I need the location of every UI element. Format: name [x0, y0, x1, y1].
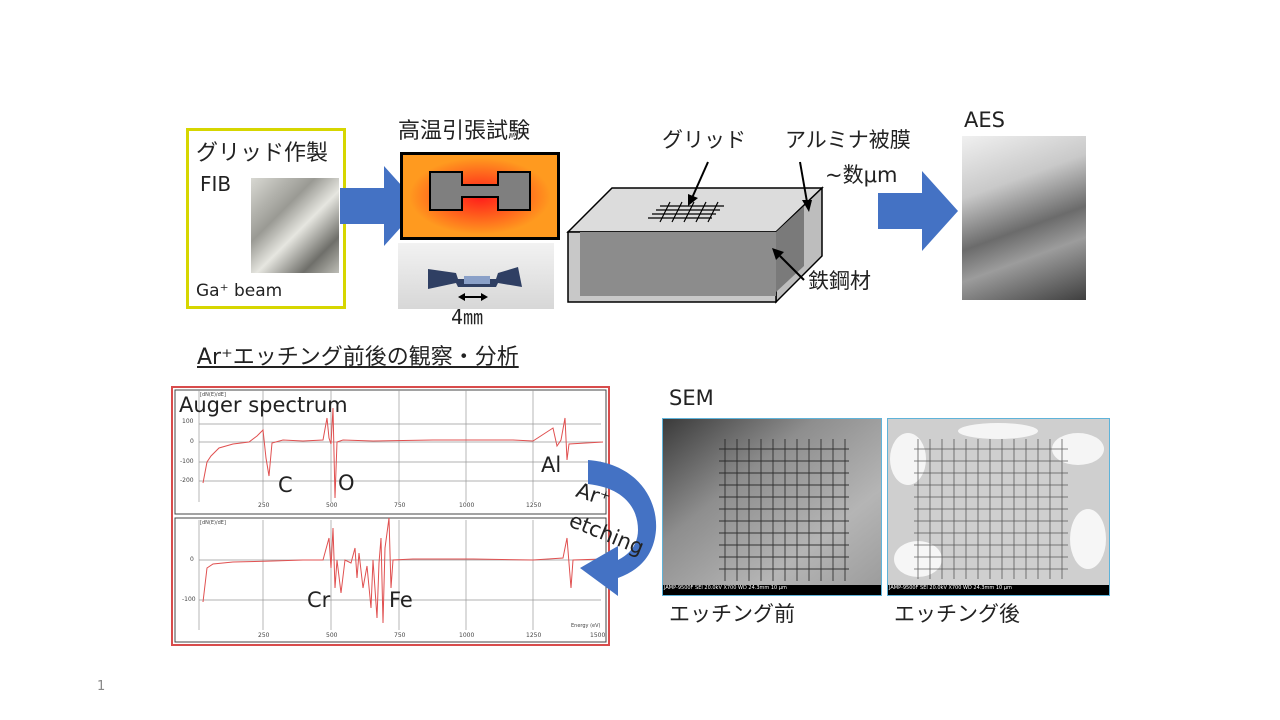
fib-label: FIB	[200, 172, 232, 196]
auger-ytick-before-3: -100	[180, 458, 194, 465]
coating-pointer-arrow	[799, 161, 812, 212]
auger-tick-750: 750	[394, 502, 406, 509]
fib-beam-label: Ga⁺ beam	[196, 281, 283, 301]
sem-before-info-bar: JAMP-9500F SEI 20.0kV X700 WD 24.3mm 10 …	[664, 585, 787, 591]
dimension-arrow	[458, 293, 488, 301]
auger-tick-1000-b: 1000	[459, 632, 475, 639]
sem-image-after	[887, 418, 1110, 596]
fib-instrument-photo	[251, 178, 339, 273]
coating-label: アルミナ被膜	[785, 128, 911, 152]
auger-title: Auger spectrum	[179, 393, 348, 417]
etching-curved-arrow	[580, 460, 657, 596]
sem-before-grid	[663, 419, 881, 595]
sample-block-diagram	[566, 186, 824, 304]
analysis-title: Ar⁺エッチング前後の観察・分析	[197, 345, 519, 370]
auger-tick-1250: 1250	[526, 502, 542, 509]
auger-tick-1250-b: 1250	[526, 632, 542, 639]
sem-image-before	[662, 418, 882, 596]
auger-ytick-after-2: -100	[182, 596, 196, 603]
tensile-heater-diagram	[400, 152, 560, 240]
auger-ytick-before-2: 0	[190, 438, 194, 445]
grid-label: グリッド	[662, 128, 746, 152]
steel-label: 鉄鋼材	[808, 269, 871, 293]
auger-tick-1000: 1000	[459, 502, 475, 509]
steel-pointer-arrow	[772, 248, 805, 281]
auger-tick-250-b: 250	[258, 632, 270, 639]
coating-thickness-label: ~数μm	[825, 163, 898, 187]
auger-ytick-before-1: 100	[182, 418, 194, 425]
peak-cr: Cr	[307, 588, 331, 612]
fib-title: グリッド作製	[196, 141, 329, 166]
sem-after-grid	[888, 419, 1109, 595]
grid-pointer-arrow	[688, 161, 709, 206]
auger-tick-1500-b: 1500	[590, 632, 606, 639]
sem-after-info-bar: JAMP-9500F SEI 20.0kV X700 WD 24.3mm 10 …	[889, 585, 1012, 591]
sem-before-label: エッチング前	[669, 602, 795, 626]
sem-label: SEM	[669, 386, 714, 410]
peak-o: O	[338, 471, 355, 495]
aes-instrument-photo	[962, 136, 1086, 300]
tensile-title: 高温引張試験	[398, 119, 531, 144]
aes-label: AES	[964, 108, 1005, 132]
page-number: 1	[97, 679, 106, 694]
peak-c: C	[278, 473, 293, 497]
peak-al: Al	[541, 453, 562, 477]
auger-tick-500-b: 500	[326, 632, 338, 639]
svg-text:[dN(E)/dE]: [dN(E)/dE]	[200, 392, 226, 398]
auger-ytick-before-4: -200	[180, 477, 194, 484]
specimen-sketch	[428, 267, 522, 289]
specimen-dimension: 4㎜	[451, 305, 484, 329]
auger-tick-500: 500	[326, 502, 338, 509]
auger-axis-label: Energy (eV)	[571, 623, 601, 629]
auger-tick-750-b: 750	[394, 632, 406, 639]
process-arrow-2	[878, 171, 958, 251]
sem-after-label: エッチング後	[894, 602, 1020, 626]
svg-text:[dN(E)/dE]: [dN(E)/dE]	[200, 520, 226, 526]
auger-spectra: [dN(E)/dE] [dN(E)/dE]	[174, 389, 607, 643]
peak-fe: Fe	[389, 588, 413, 612]
auger-ytick-after-1: 0	[190, 556, 194, 563]
auger-tick-250: 250	[258, 502, 270, 509]
